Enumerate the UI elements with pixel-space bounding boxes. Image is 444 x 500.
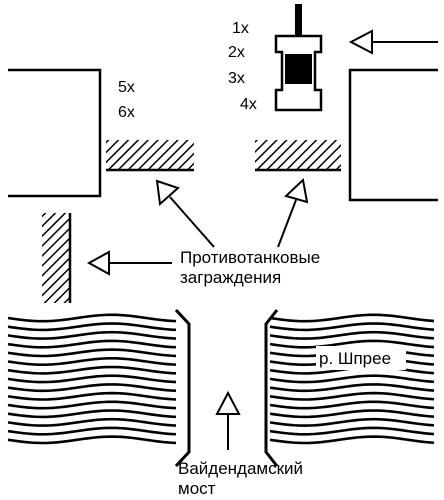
river-wave-line — [7, 348, 177, 358]
barrier-right-top — [255, 140, 341, 172]
tank-number-2: 2x — [228, 44, 245, 61]
arrow-bridge — [215, 390, 241, 450]
river-water-left — [7, 313, 177, 445]
barrier-label-line-2: заграждения — [180, 268, 281, 287]
river-label-backdrop — [316, 346, 406, 370]
river-wave-line — [7, 313, 177, 323]
river-wave-line — [7, 365, 177, 375]
tank-number-3: 3x — [228, 70, 245, 87]
building-right — [348, 68, 438, 202]
bridge-abutment-left — [174, 308, 191, 468]
river-wave-line — [269, 322, 435, 332]
river-wave-line — [7, 330, 177, 340]
bridge-label-line-1: Вайдендамский — [178, 459, 303, 478]
river-wave-line — [269, 391, 435, 401]
bridge-label-line-2: мост — [178, 479, 216, 498]
barrier-left-vertical — [42, 213, 72, 303]
arrow-barrier-left-top — [155, 179, 215, 248]
river-wave-line — [269, 330, 435, 340]
river-wave-line — [7, 435, 177, 445]
tank-number-6: 6x — [118, 104, 135, 121]
river-wave-line — [7, 383, 177, 393]
arrow-tank-approach — [348, 29, 438, 55]
river-wave-line — [7, 391, 177, 401]
arrow-barrier-right-top — [277, 178, 309, 248]
river-wave-line — [269, 383, 435, 393]
tank-icon — [274, 4, 323, 112]
tank-number-5: 5x — [118, 79, 135, 96]
river-wave-line — [7, 322, 177, 332]
river-wave-line — [269, 409, 435, 419]
building-left — [8, 68, 102, 198]
river-wave-line — [7, 339, 177, 349]
river-wave-line — [7, 356, 177, 366]
river-wave-line — [269, 313, 435, 323]
river-wave-line — [269, 374, 435, 384]
arrow-barrier-left-vertical — [86, 250, 172, 276]
river-wave-line — [7, 374, 177, 384]
tank-number-4: 4x — [240, 96, 257, 113]
river-wave-line — [269, 417, 435, 427]
river-wave-line — [7, 426, 177, 436]
river-wave-line — [7, 409, 177, 419]
river-wave-line — [269, 435, 435, 445]
river-wave-line — [269, 426, 435, 436]
river-label: р. Шпрее — [319, 349, 391, 368]
tank-number-1: 1x — [232, 20, 249, 37]
bridge-abutment-right — [264, 309, 279, 467]
river-wave-line — [269, 400, 435, 410]
barrier-label-line-1: Противотанковые — [180, 248, 320, 267]
river-water-right — [269, 313, 435, 445]
river-wave-line — [7, 400, 177, 410]
river-wave-line — [7, 417, 177, 427]
barrier-left-top — [106, 140, 194, 172]
river-wave-line — [269, 339, 435, 349]
